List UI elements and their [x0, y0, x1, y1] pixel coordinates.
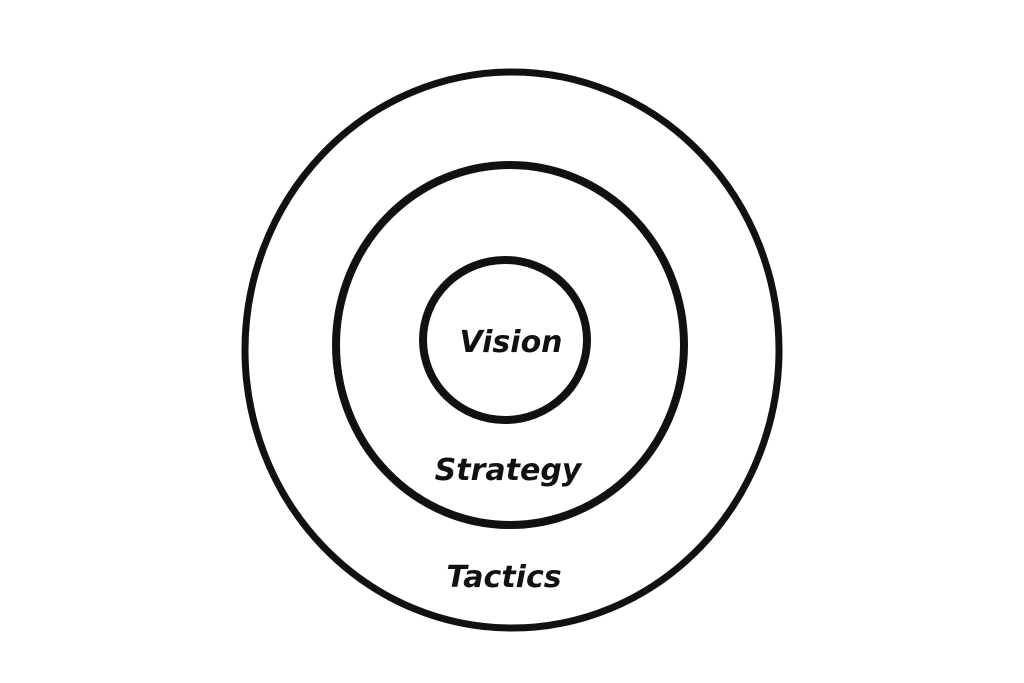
tactics-label: Tactics — [446, 560, 562, 595]
outer-ring-tactics — [241, 68, 783, 632]
inner-ring-vision — [419, 256, 591, 424]
strategy-label: Strategy — [434, 453, 582, 488]
vision-label: Vision — [459, 325, 563, 360]
middle-ring-strategy — [332, 161, 688, 529]
